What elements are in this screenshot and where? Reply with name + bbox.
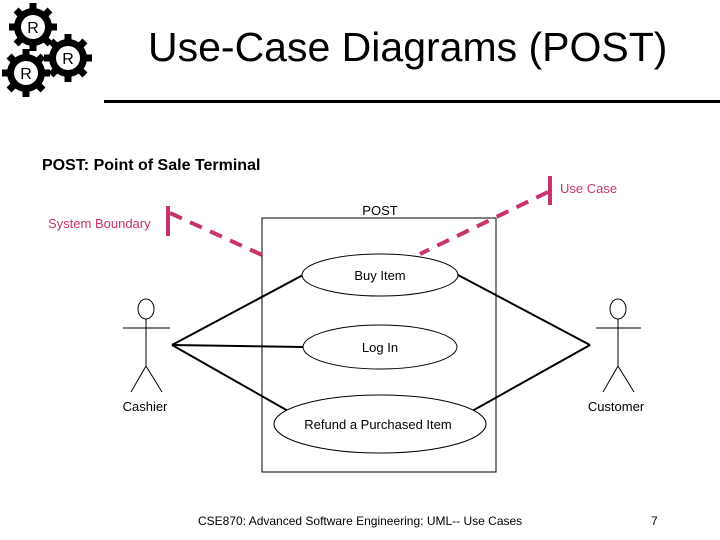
- use-case-buy-item: [301, 253, 459, 297]
- title-divider: [104, 100, 720, 103]
- footer-course: CSE870: Advanced Software Engineering: U…: [198, 514, 523, 528]
- actor-cashier-figure: [123, 298, 170, 393]
- actor-label: Cashier: [123, 399, 168, 414]
- logo-letter: R: [20, 66, 32, 83]
- use-case-label: Buy Item: [354, 268, 405, 283]
- use-case-refund: [273, 394, 487, 454]
- gears-logo: R R R: [2, 3, 92, 97]
- actor-customer-figure: [596, 298, 641, 393]
- use-case-annotation-label: Use Case: [560, 181, 617, 196]
- actor-label: Customer: [588, 399, 645, 414]
- use-case-pointer: [419, 190, 549, 256]
- page-number: 7: [651, 514, 658, 528]
- system-boundary-pointer: [169, 211, 263, 257]
- association-line: [171, 344, 305, 421]
- use-case-log-in: [302, 324, 458, 370]
- logo-letter: R: [62, 51, 74, 68]
- subtitle: POST: Point of Sale Terminal: [42, 157, 261, 174]
- association-line: [171, 274, 304, 346]
- system-name-label: POST: [362, 203, 397, 218]
- system-boundary-box: [261, 217, 497, 473]
- use-case-label: Log In: [362, 340, 398, 355]
- association-line: [171, 344, 304, 348]
- page-title: Use-Case Diagrams (POST): [148, 24, 668, 70]
- system-boundary-label: System Boundary: [48, 216, 151, 231]
- association-line: [457, 274, 591, 346]
- use-case-label: Refund a Purchased Item: [304, 417, 451, 432]
- association-line: [455, 344, 591, 421]
- logo-letter: R: [27, 20, 39, 37]
